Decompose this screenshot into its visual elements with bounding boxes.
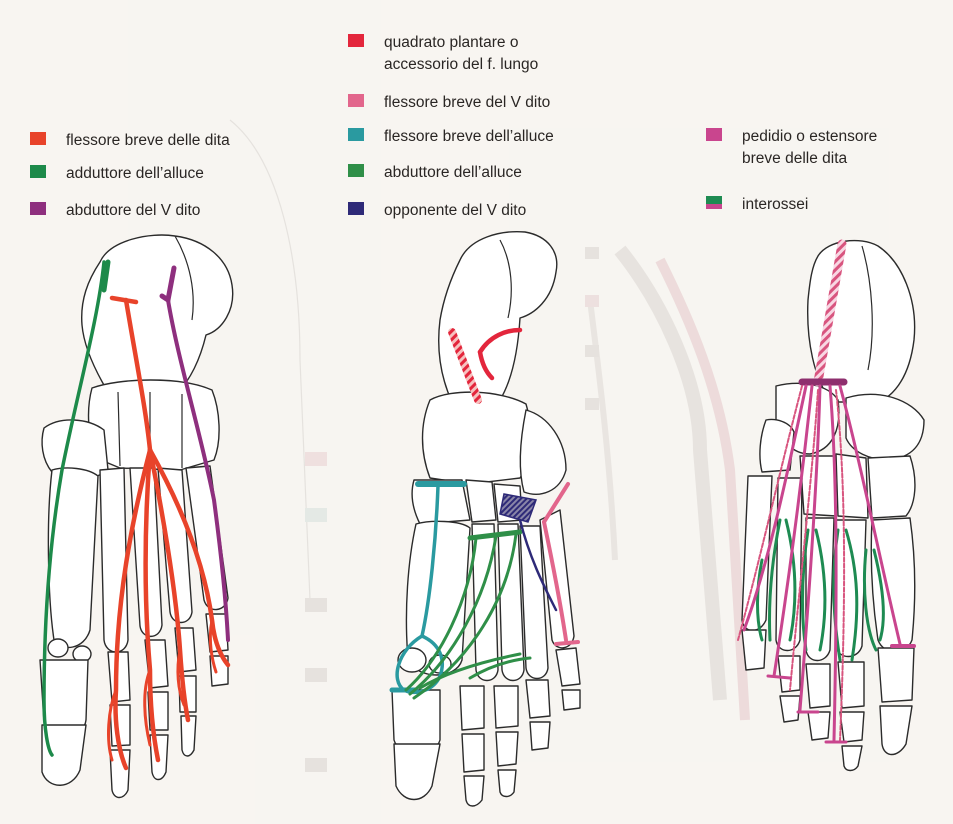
legend-label: flessore breve delle dita — [66, 130, 230, 152]
color-swatch-icon — [348, 94, 364, 107]
legend-label: quadrato plantare o accessorio del f. lu… — [384, 32, 538, 76]
legend-item-pedidio: pedidio o estensore breve delle dita — [706, 126, 877, 170]
legend-label: abduttore del V dito — [66, 200, 200, 222]
legend-right: pedidio o estensore breve delle dita int… — [706, 126, 936, 226]
color-swatch-icon — [30, 202, 46, 215]
legend-item-abduttore-alluce: abduttore dell’alluce — [348, 162, 522, 184]
legend-left: flessore breve delle dita adduttore dell… — [30, 130, 320, 230]
legend-label: flessore breve dell’alluce — [384, 126, 554, 148]
color-swatch-icon — [348, 164, 364, 177]
legend-item-opponente-v-dito: opponente del V dito — [348, 200, 526, 222]
legend-item-flessore-breve-alluce: flessore breve dell’alluce — [348, 126, 554, 148]
legend-label: abduttore dell’alluce — [384, 162, 522, 184]
color-swatch-icon — [30, 165, 46, 178]
color-swatch-icon — [706, 128, 722, 141]
legend-item-flessore-breve-dita: flessore breve delle dita — [30, 130, 230, 152]
legend-label: flessore breve del V dito — [384, 92, 550, 114]
legend-label: interossei — [742, 194, 808, 216]
legend-item-quadrato-plantare: quadrato plantare o accessorio del f. lu… — [348, 32, 538, 76]
legend-item-abduttore-v-dito: abduttore del V dito — [30, 200, 200, 222]
legend-label: opponente del V dito — [384, 200, 526, 222]
legend-item-interossei: interossei — [706, 194, 808, 216]
legend-item-flessore-breve-v-dito: flessore breve del V dito — [348, 92, 550, 114]
color-swatch-icon — [348, 34, 364, 47]
legend-label: adduttore dell’alluce — [66, 163, 204, 185]
color-swatch-icon — [348, 202, 364, 215]
legend-label: pedidio o estensore breve delle dita — [742, 126, 877, 170]
color-swatch-icon — [706, 196, 722, 209]
legend-middle: quadrato plantare o accessorio del f. lu… — [348, 32, 648, 232]
color-swatch-icon — [348, 128, 364, 141]
legend-item-adduttore-alluce: adduttore dell’alluce — [30, 163, 204, 185]
color-swatch-icon — [30, 132, 46, 145]
